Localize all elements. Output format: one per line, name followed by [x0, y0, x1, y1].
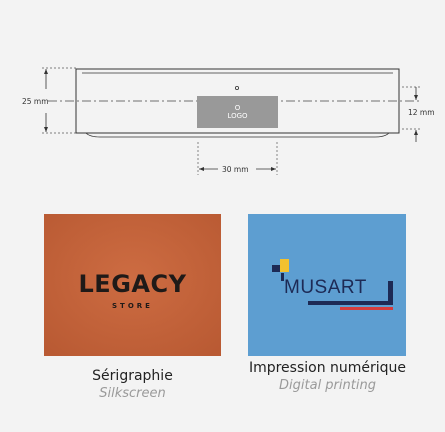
silkscreen-caption: Sérigraphie Silkscreen	[44, 368, 221, 401]
logo-placeholder: O LOGO	[197, 96, 278, 128]
dim-arrow-up	[44, 69, 48, 74]
technical-drawing: 25 mm 12 mm 30 mm O LOGO	[0, 0, 445, 190]
musart-navy-block	[272, 265, 280, 272]
silkscreen-sample: LEGACY STORE	[44, 214, 221, 356]
musart-logo-graphic	[248, 214, 406, 356]
musart-logo-text: MUSART	[284, 277, 367, 298]
digital-subtitle: Digital printing	[279, 378, 376, 393]
height-dimension-label: 25 mm	[22, 97, 49, 106]
musart-yellow-block	[280, 259, 289, 272]
dim-offset-arrow-up	[414, 130, 418, 135]
digital-caption: Impression numérique Digital printing	[230, 360, 425, 393]
leather-texture	[44, 214, 221, 356]
width-dimension-label: 30 mm	[222, 165, 249, 174]
musart-red-bar	[340, 307, 393, 310]
musart-navy-stem	[281, 273, 284, 281]
dim-offset-arrow-down	[414, 95, 418, 100]
device-bottom-edge	[85, 132, 390, 138]
logo-placeholder-mark: O	[234, 104, 241, 112]
legacy-logo-subtext: STORE	[112, 302, 153, 310]
silkscreen-subtitle: Silkscreen	[99, 386, 166, 401]
dim-width-arrow-left	[199, 167, 204, 171]
silkscreen-title: Sérigraphie	[92, 368, 173, 384]
digital-print-sample: MUSART	[248, 214, 406, 356]
logo-placeholder-label: LOGO	[227, 112, 248, 120]
musart-frame-bottom	[308, 301, 393, 305]
legacy-logo-text: LEGACY	[78, 270, 187, 298]
dim-arrow-down	[44, 127, 48, 132]
musart-frame-right	[388, 281, 393, 305]
digital-title: Impression numérique	[248, 360, 407, 376]
dim-width-arrow-right	[271, 167, 276, 171]
mounting-hole	[234, 86, 239, 91]
device-outline	[75, 68, 400, 134]
offset-dimension-label: 12 mm	[408, 108, 435, 117]
technical-drawing-svg	[42, 67, 420, 175]
